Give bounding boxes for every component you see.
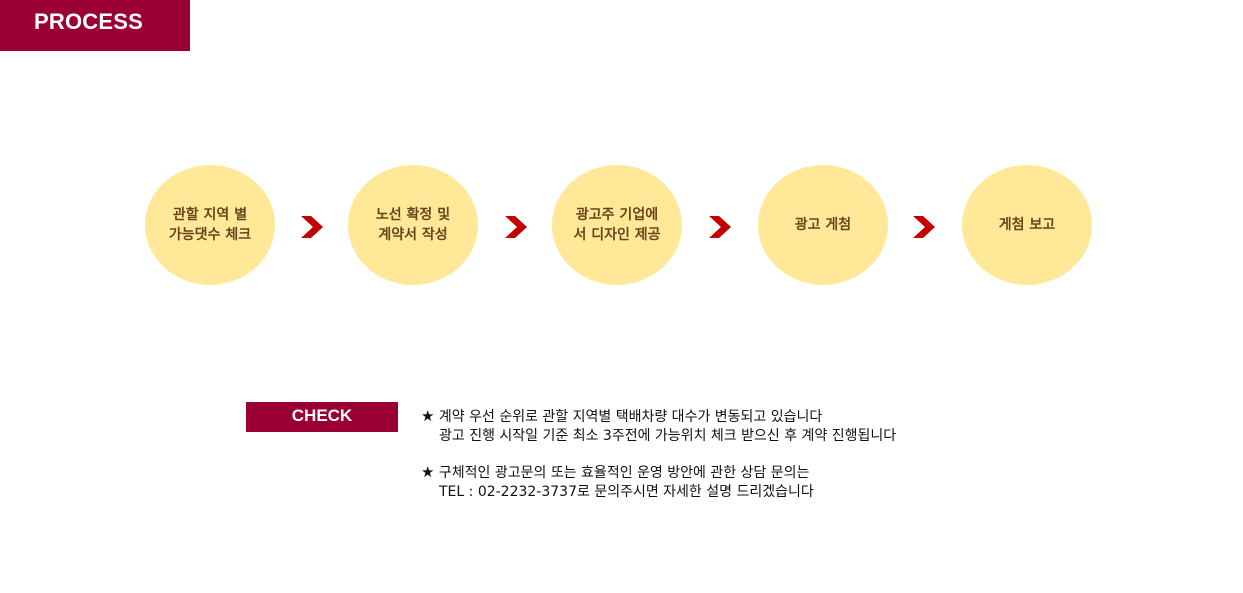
note-text: 구체적인 광고문의 또는 효율적인 운영 방안에 관한 상담 문의는 — [438, 465, 810, 481]
step-ad-posting: 광고 게첨 — [758, 165, 888, 285]
step-route-contract: 노선 확정 및 계약서 작성 — [348, 165, 478, 285]
note-line: 광고 진행 시작일 기준 최소 3주전에 가능위치 체크 받으신 후 계약 진행… — [439, 428, 897, 444]
step-posting-report: 게첨 보고 — [962, 165, 1092, 285]
chevron-right-icon — [913, 216, 935, 238]
star-icon: ★ — [421, 407, 435, 425]
step-label: 관할 지역 별 가능댓수 체크 — [168, 207, 252, 243]
step-region-check: 관할 지역 별 가능댓수 체크 — [145, 165, 275, 285]
step-label: 노선 확정 및 계약서 작성 — [375, 207, 451, 243]
note-text: 계약 우선 순위로 관할 지역별 택배차량 대수가 변동되고 있습니다 — [438, 409, 823, 425]
process-header: PROCESS — [0, 0, 190, 51]
check-notes: ★ 계약 우선 순위로 관할 지역별 택배차량 대수가 변동되고 있습니다 광고… — [421, 407, 1221, 519]
contact-line: TEL : 02-2232-3737로 문의주시면 자세한 설명 드리겠습니다 — [439, 484, 814, 500]
note-item: ★ 구체적인 광고문의 또는 효율적인 운영 방안에 관한 상담 문의는 TEL… — [421, 463, 1221, 502]
chevron-right-icon — [301, 216, 323, 238]
note-item: ★ 계약 우선 순위로 관할 지역별 택배차량 대수가 변동되고 있습니다 광고… — [421, 407, 1221, 446]
chevron-right-icon — [709, 216, 731, 238]
check-badge-label: CHECK — [291, 406, 353, 425]
step-label: 광고 게첨 — [794, 217, 852, 233]
star-icon: ★ — [421, 463, 435, 481]
step-label: 광고주 기업에 서 디자인 제공 — [573, 207, 661, 243]
process-title: PROCESS — [34, 9, 143, 34]
step-label: 게첨 보고 — [998, 217, 1056, 233]
note-line: ★ 구체적인 광고문의 또는 효율적인 운영 방안에 관한 상담 문의는 — [421, 463, 1221, 483]
check-badge: CHECK — [246, 402, 398, 432]
step-design-provision: 광고주 기업에 서 디자인 제공 — [552, 165, 682, 285]
chevron-right-icon — [505, 216, 527, 238]
note-line: ★ 계약 우선 순위로 관할 지역별 택배차량 대수가 변동되고 있습니다 — [421, 407, 1221, 427]
